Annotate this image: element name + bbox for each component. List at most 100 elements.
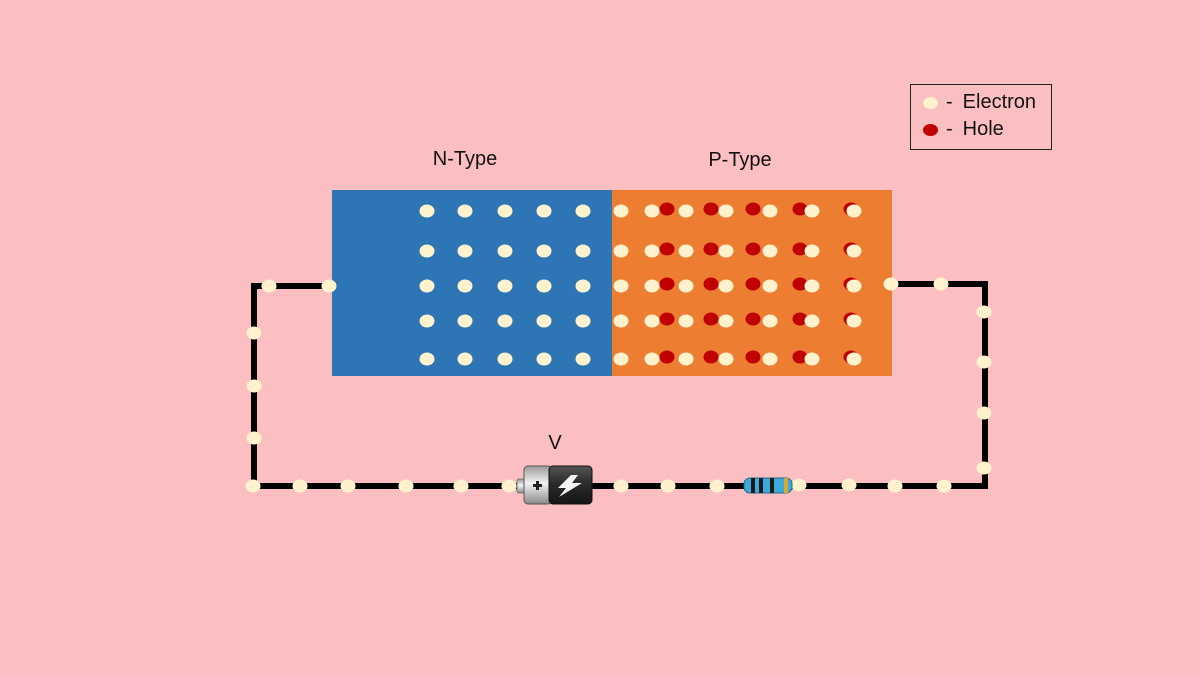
electron [419,279,435,293]
electron [613,314,629,328]
electron [846,204,862,218]
electron [497,279,513,293]
electron [457,314,473,328]
electron [718,244,734,258]
electron [846,279,862,293]
electron [501,479,517,493]
legend-hole-dash: - [946,118,953,140]
electron [536,314,552,328]
electron [804,244,820,258]
electron [762,314,778,328]
electron [678,244,694,258]
holes-group [659,202,859,364]
electron [718,204,734,218]
electron [804,352,820,366]
voltage-label: V [548,432,562,454]
electron [457,352,473,366]
electron [245,479,261,493]
electron [246,379,262,393]
resistor-icon [743,477,793,494]
electron [575,244,591,258]
legend-electron-label: Electron [962,91,1037,113]
hole [703,202,719,216]
electron [536,279,552,293]
electron [976,406,992,420]
electron [718,314,734,328]
hole [703,350,719,364]
electron [660,479,676,493]
electron [887,479,903,493]
electron [846,352,862,366]
electron [762,279,778,293]
electron [613,479,629,493]
electron [457,244,473,258]
electron [883,277,899,291]
electron [678,279,694,293]
hole [745,277,761,291]
hole [659,277,675,291]
electron [497,204,513,218]
hole [792,277,808,291]
electron [976,461,992,475]
hole [703,312,719,326]
n-type-label: N-Type [432,148,498,170]
electron [453,479,469,493]
electron [791,478,807,492]
n-type-region [332,190,612,376]
legend-electron-row: - Electron [923,91,1036,114]
hole [745,312,761,326]
electron [762,244,778,258]
electron [419,314,435,328]
electron [644,244,660,258]
electron [644,204,660,218]
electron [419,244,435,258]
electron [613,204,629,218]
electron [419,352,435,366]
electron [321,279,337,293]
electron [841,478,857,492]
electron [246,326,262,340]
legend-hole-row: - Hole [923,118,1004,141]
p-type-label: P-Type [708,149,772,171]
electron [536,352,552,366]
electron [575,314,591,328]
electron [718,279,734,293]
electron [709,479,725,493]
electron [575,352,591,366]
electron [936,479,952,493]
electron [644,314,660,328]
electron [613,279,629,293]
hole [659,350,675,364]
electron [678,352,694,366]
electron [804,204,820,218]
electron [644,352,660,366]
legend-electron-dash: - [946,91,953,113]
electron [762,204,778,218]
hole [745,350,761,364]
electron [804,314,820,328]
electron [536,244,552,258]
electron [292,479,308,493]
electron [933,277,949,291]
electrons-group [245,204,992,493]
electron [536,204,552,218]
electron [398,479,414,493]
legend-box: - Electron - Hole [910,84,1052,150]
electron [613,352,629,366]
hole [703,277,719,291]
electron [575,279,591,293]
hole [659,242,675,256]
electron [340,479,356,493]
hole [745,242,761,256]
battery-icon [516,465,593,505]
electron [678,204,694,218]
electron [497,352,513,366]
electron [804,279,820,293]
hole [745,202,761,216]
electron [976,355,992,369]
hole [792,242,808,256]
electron [457,279,473,293]
electron [613,244,629,258]
